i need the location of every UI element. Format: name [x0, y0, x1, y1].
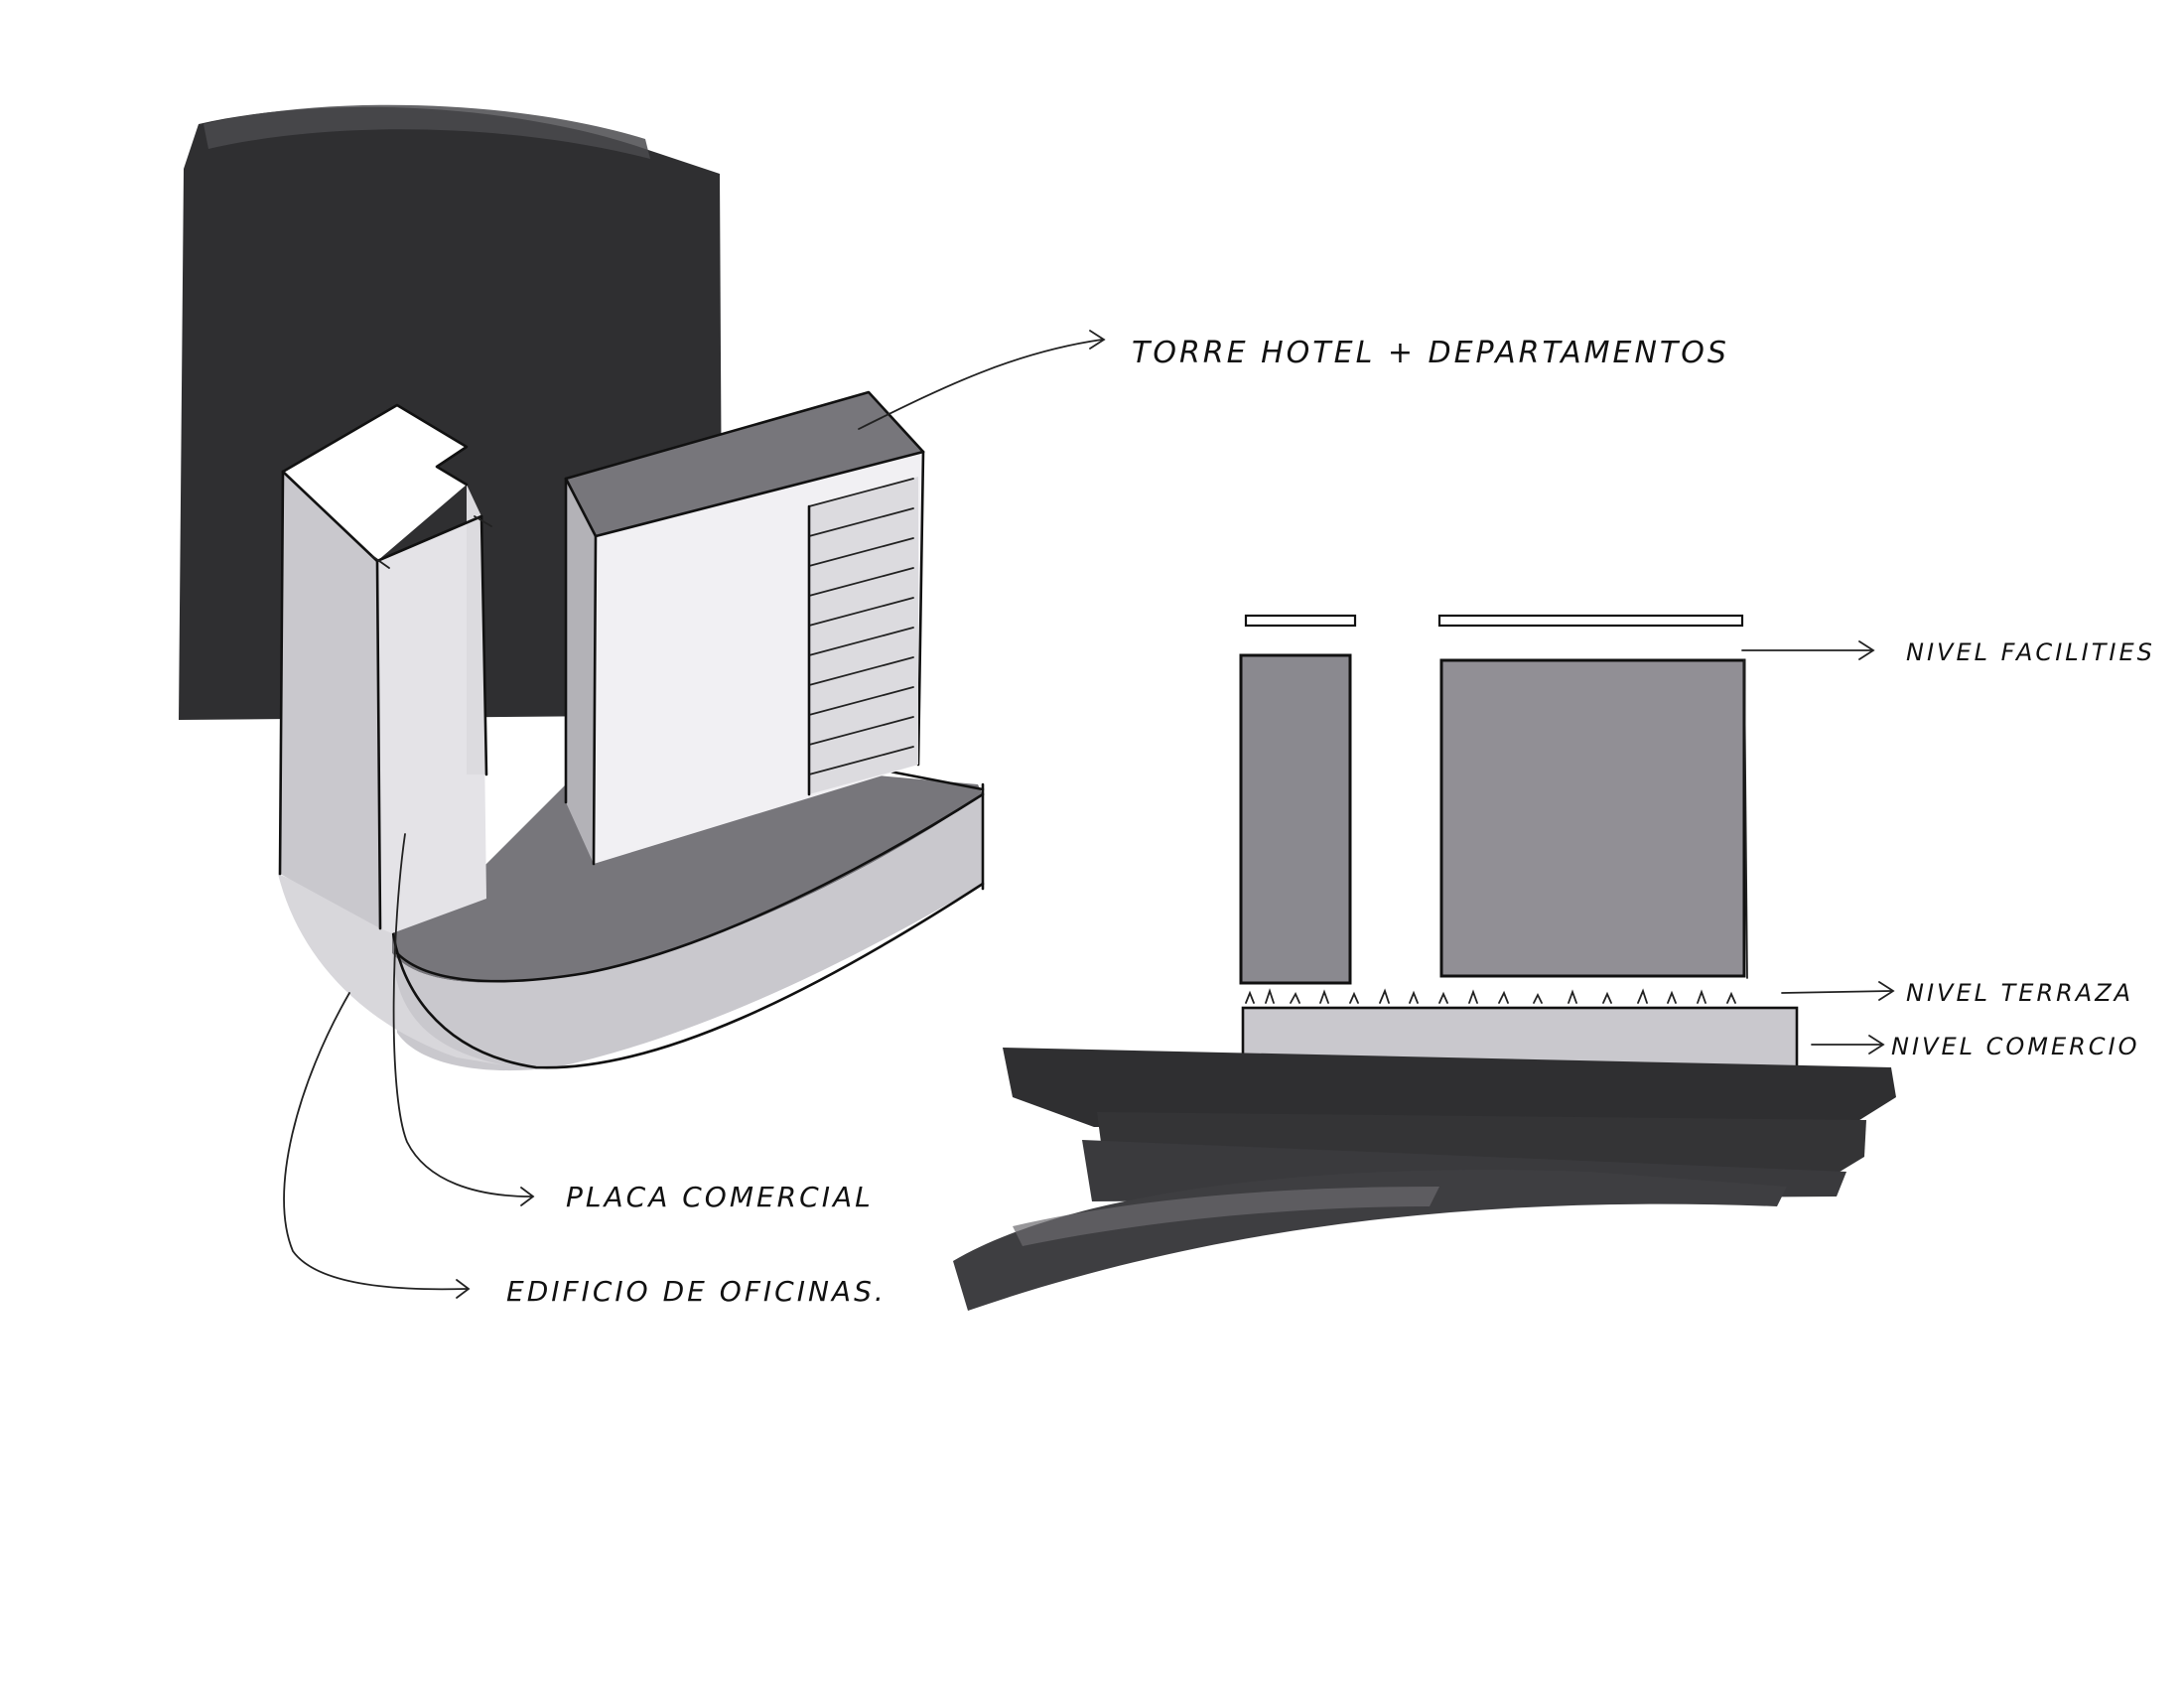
background-dark-mass-top-strokes — [204, 104, 650, 159]
terrace-level — [1245, 988, 1736, 1004]
right-tower-elevation — [1439, 658, 1746, 978]
axonometric-view: TORRE HOTEL + DEPARTAMENTOS PLACA COMERC… — [179, 104, 1729, 1308]
offices-leader-arrow — [456, 1279, 471, 1299]
tower-leader-arrow — [1089, 330, 1106, 350]
podium-leader-line — [392, 833, 532, 1197]
level-terrace-label: NIVEL TERRAZA — [1906, 979, 2133, 1007]
left-tower-elevation — [1239, 653, 1352, 985]
podium-commercial-base — [278, 763, 985, 1071]
level-facilities-label: NIVEL FACILITIES — [1906, 638, 2155, 666]
ground-marker-stroke-5 — [1013, 1187, 1439, 1246]
tower-balconies — [807, 477, 918, 796]
elevation-view: NIVEL FACILITIES NIVEL TERRAZA NIVEL COM… — [953, 614, 2155, 1311]
tower-leader-line — [858, 339, 1103, 430]
ground-marker-stroke-1 — [1003, 1048, 1896, 1127]
offices-label: EDIFICIO DE OFICINAS. — [506, 1275, 887, 1308]
office-building — [278, 403, 492, 933]
right-roof-cap — [1437, 614, 1744, 628]
level-commerce-label: NIVEL COMERCIO — [1891, 1033, 2140, 1060]
left-roof-cap — [1244, 614, 1357, 628]
terrace-arrow — [1781, 990, 1892, 994]
right-tower-shadow-edge — [1743, 659, 1748, 979]
offices-leader-line — [283, 992, 468, 1291]
hotel-apartment-tower — [564, 390, 925, 866]
ground-marker-stroke-2 — [1097, 1112, 1866, 1177]
tower-label: TORRE HOTEL + DEPARTAMENTOS — [1132, 336, 1729, 370]
podium-label: PLACA COMERCIAL — [566, 1181, 874, 1213]
podium-leader-arrow — [520, 1187, 535, 1206]
